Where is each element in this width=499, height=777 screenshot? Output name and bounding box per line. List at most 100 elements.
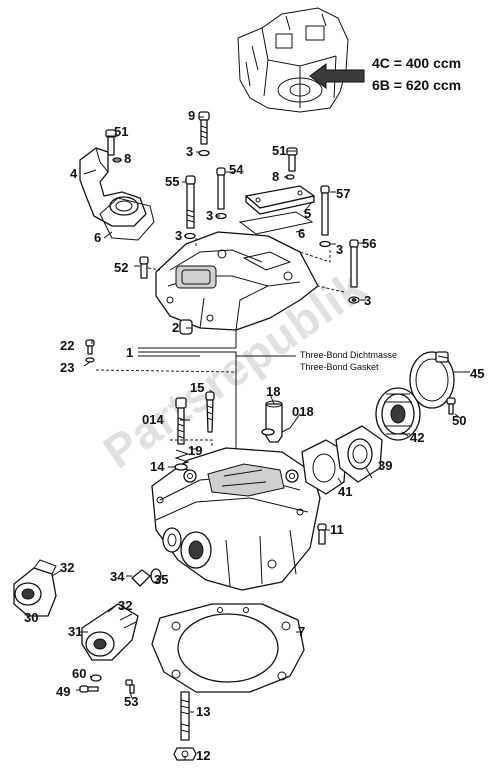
bolt-9-part [198, 111, 210, 145]
stud-13-part [180, 691, 190, 741]
washer-3b-part [184, 232, 196, 240]
intake-boot-42-part [375, 387, 421, 441]
bolt-55-part [185, 175, 196, 229]
callout-3: 3 [364, 293, 371, 308]
dashed-leader [317, 285, 345, 293]
callout-34: 34 [110, 569, 125, 584]
bolt-52-part [139, 256, 149, 279]
callout-52: 52 [114, 260, 128, 275]
callout-8: 8 [272, 169, 279, 184]
sealant-note-2: Three-Bond Gasket [300, 362, 379, 372]
callout-23: 23 [60, 360, 74, 375]
callout-32: 32 [60, 560, 74, 575]
callout-51: 51 [114, 124, 128, 139]
callout-11: 11 [330, 522, 344, 537]
callout-30: 30 [24, 610, 38, 625]
o-ring-018-part [261, 428, 275, 436]
washer-3d-part [319, 240, 331, 248]
callout-18: 18 [266, 384, 280, 399]
washer-23-part [85, 357, 95, 363]
callout-31: 31 [68, 624, 82, 639]
callout-014: 014 [142, 412, 164, 427]
callout-22: 22 [60, 338, 74, 353]
dashed-leader [299, 250, 331, 263]
callout-13: 13 [196, 704, 210, 719]
dashed-leader [95, 369, 237, 373]
dashed-bracket [170, 439, 213, 448]
callout-3: 3 [206, 208, 213, 223]
callout-32: 32 [118, 598, 132, 613]
bolt-56-part [349, 239, 359, 288]
engine-legend-line2: 6B = 620 ccm [372, 77, 461, 93]
cylinder-head-cover-part [155, 231, 319, 331]
gasket-6-left-part [99, 197, 155, 241]
screw-53-part [125, 679, 135, 694]
callout-57: 57 [336, 186, 350, 201]
callout-6: 6 [298, 226, 305, 241]
engine-legend-line1: 4C = 400 ccm [372, 55, 461, 71]
callout-56: 56 [362, 236, 376, 251]
callout-12: 12 [196, 748, 210, 763]
cylinder-head-main-part [151, 447, 321, 591]
bolt-51-right-part [286, 147, 298, 172]
callout-3: 3 [336, 242, 343, 257]
clamp-45-part [409, 351, 455, 409]
bolt-51-left-part [105, 129, 117, 156]
washer-3-part [198, 149, 210, 157]
engine-inset-illustration [237, 7, 349, 113]
callout-50: 50 [452, 413, 466, 428]
callout-1: 1 [126, 345, 133, 360]
sealant-note-1: Three-Bond Dichtmasse [300, 350, 397, 360]
washer-14-part [174, 463, 188, 471]
flange-39-part [335, 425, 383, 483]
callout-6: 6 [94, 230, 101, 245]
callout-49: 49 [56, 684, 70, 699]
callout-8: 8 [124, 151, 131, 166]
callout-2: 2 [172, 320, 179, 335]
callout-55: 55 [165, 174, 179, 189]
bolt-57-part [320, 185, 330, 236]
washer-hole-icon [351, 298, 357, 302]
gasket-6-right-part [238, 211, 314, 235]
callout-39: 39 [378, 458, 392, 473]
callout-018: 018 [292, 404, 314, 419]
callout-7: 7 [298, 624, 305, 639]
callout-54: 54 [229, 162, 244, 177]
gasket-41-part [301, 439, 347, 495]
callout-60: 60 [72, 666, 86, 681]
callout-41: 41 [338, 484, 352, 499]
bolt-22-part [85, 339, 95, 355]
cover-plate-5-part [245, 185, 315, 215]
callout-51: 51 [272, 143, 286, 158]
head-gasket-7-part [151, 603, 305, 693]
screw-50-part [446, 397, 456, 415]
dashed-leader [147, 267, 161, 271]
nut-60-part [90, 674, 102, 682]
plug-34-part [131, 569, 151, 587]
callout-19: 19 [188, 443, 202, 458]
leader-lines [51, 116, 470, 760]
callout-42: 42 [410, 430, 424, 445]
bolt-49-part [79, 685, 99, 693]
callout-3: 3 [175, 228, 182, 243]
callout-53: 53 [124, 694, 138, 709]
exhaust-flange-30-part [13, 559, 57, 617]
callout-45: 45 [470, 366, 484, 381]
callout-5: 5 [304, 206, 311, 221]
part-15 [205, 391, 215, 433]
callout-3: 3 [186, 144, 193, 159]
sleeve-18-part [265, 400, 283, 443]
bolt-11-part [317, 523, 327, 545]
part-014 [175, 397, 187, 445]
arrow-icon [309, 63, 365, 89]
callout-35: 35 [154, 572, 168, 587]
exhaust-flange-31-part [81, 603, 139, 661]
callout-15: 15 [190, 380, 204, 395]
bolt-54-part [216, 167, 226, 210]
plug-2-part [179, 319, 193, 335]
callout-labels: 51 8 4 6 9 3 55 3 54 3 51 8 5 6 57 3 56 … [24, 108, 484, 763]
callout-14: 14 [150, 459, 165, 474]
callout-4: 4 [70, 166, 78, 181]
callout-9: 9 [188, 108, 195, 123]
